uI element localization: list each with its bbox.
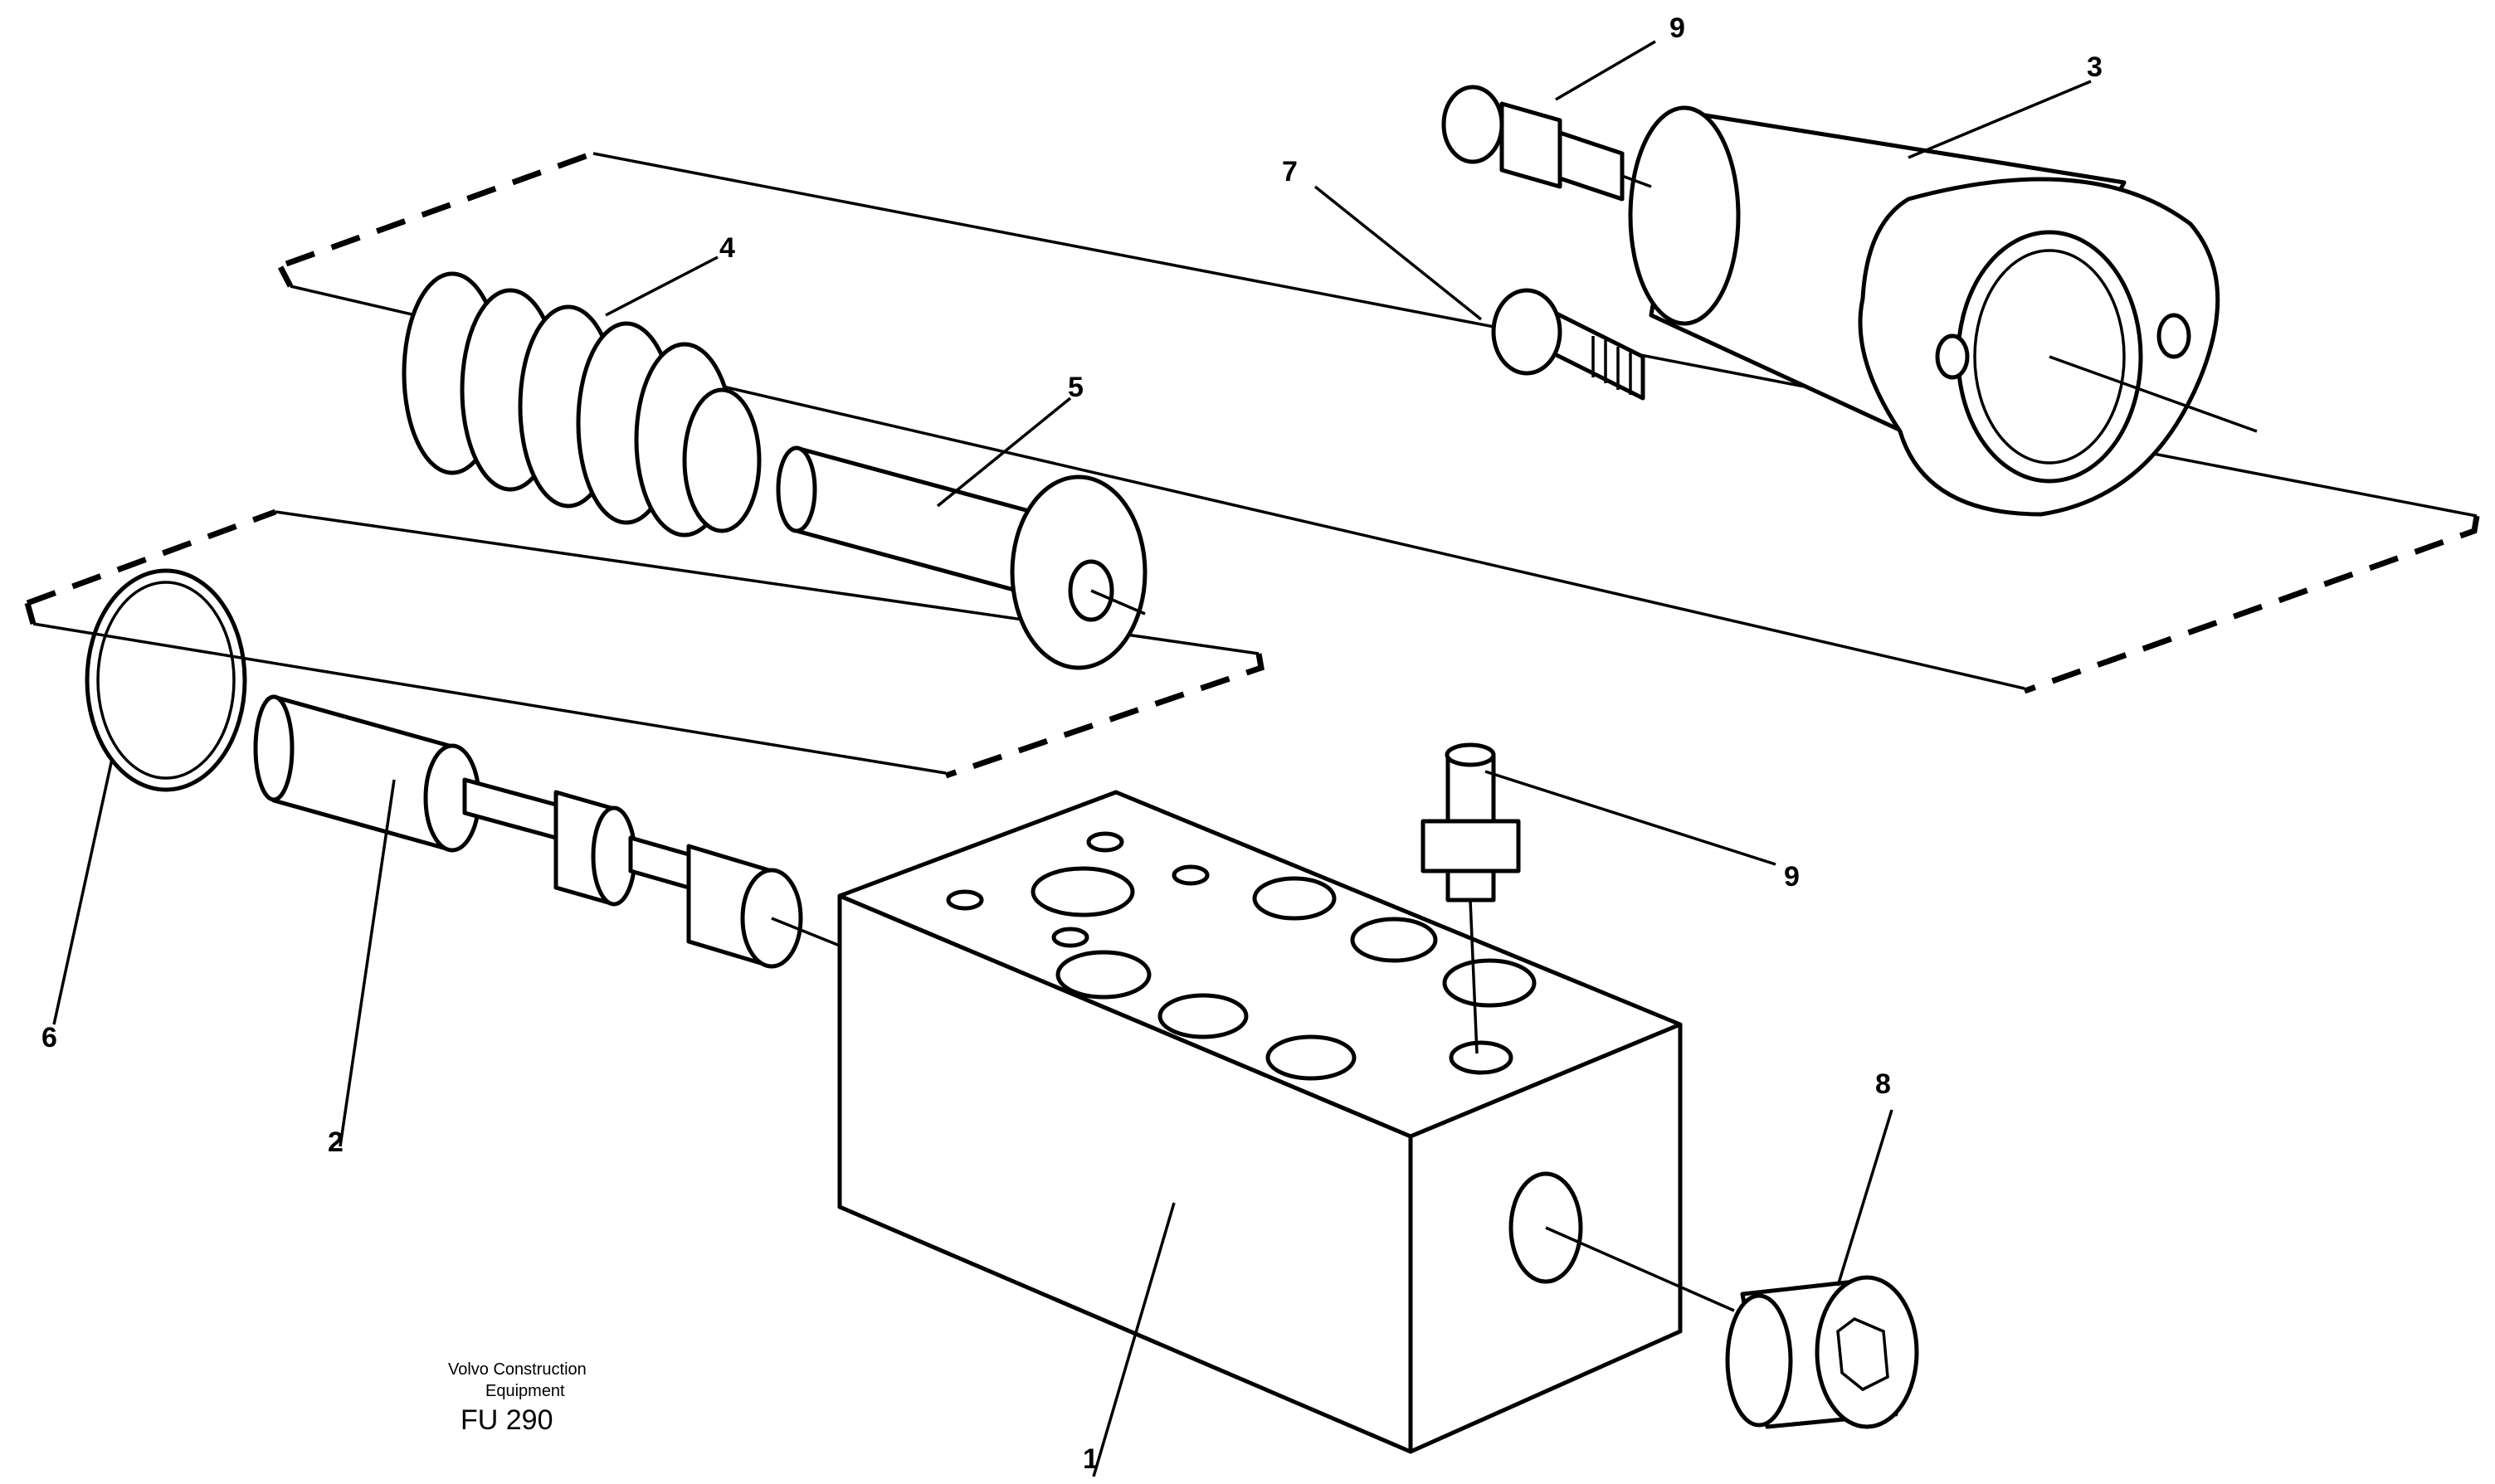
- callout-4: 4: [719, 232, 735, 264]
- caption-company-line1: Volvo Construction: [448, 1360, 587, 1379]
- housing-part-3: [1628, 105, 2258, 517]
- callout-2: 2: [328, 1126, 344, 1158]
- drawing-caption: Volvo Construction Equipment FU 290: [448, 1360, 587, 1436]
- o-ring-part-6: [85, 568, 247, 792]
- piston-part-5: [776, 445, 1148, 670]
- callout-3: 3: [2087, 51, 2103, 83]
- callout-1: 1: [1083, 1443, 1099, 1475]
- spring-part-4: [402, 271, 762, 538]
- callout-numbers: 1 2 3 4 5 6 7 8 9 9: [41, 12, 2103, 1475]
- fitting-part-9-top: [1441, 85, 1652, 202]
- screw-part-7: [1491, 288, 1645, 401]
- callout-9-right: 9: [1784, 861, 1800, 893]
- caption-drawing-code: FU 290: [461, 1404, 553, 1436]
- spool-part-2: [253, 694, 841, 969]
- leader-lines: [52, 40, 2092, 1477]
- callout-5: 5: [1068, 372, 1084, 403]
- caption-company-line2: Equipment: [485, 1382, 565, 1400]
- valve-block-part-1: [837, 790, 1683, 1454]
- plug-part-8: [1545, 1226, 1919, 1429]
- fitting-part-9-right: [1420, 742, 1521, 1054]
- callout-6: 6: [41, 1022, 57, 1053]
- callout-8: 8: [1875, 1068, 1891, 1100]
- block-ports: [946, 831, 1583, 1284]
- callout-9-top: 9: [1669, 12, 1685, 44]
- callout-7: 7: [1282, 156, 1298, 187]
